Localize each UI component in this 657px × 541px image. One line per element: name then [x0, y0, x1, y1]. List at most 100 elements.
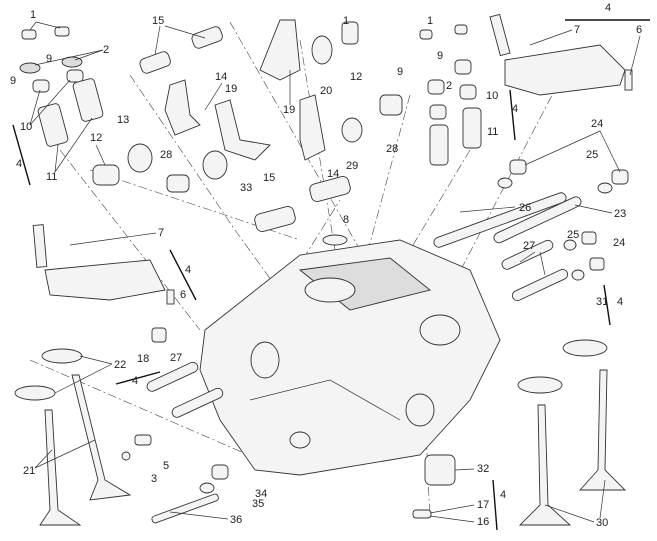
part-number-label: 34 [255, 488, 267, 500]
part-number-label: 1 [30, 9, 36, 21]
part-number-label: 10 [20, 121, 32, 133]
leader-line [599, 479, 606, 519]
part-number-label: 3 [151, 473, 157, 485]
part-labels: 1992101112415141913283319201212829141581… [10, 2, 642, 529]
leader-line [34, 49, 104, 66]
leader-line [164, 25, 206, 39]
part-number-label: 4 [16, 158, 22, 170]
part-number-label: 9 [46, 53, 52, 65]
part-number-label: 16 [477, 516, 489, 528]
part-number-label: 19 [225, 83, 237, 95]
part-number-label: 9 [10, 75, 16, 87]
part-number-label: 4 [512, 103, 518, 115]
part-number-label: 2 [446, 80, 452, 92]
part-number-label: 28 [160, 149, 172, 161]
leader-line [69, 232, 157, 246]
part-number-label: 17 [477, 499, 489, 511]
leader-line [54, 117, 93, 173]
part-number-label: 28 [386, 143, 398, 155]
part-number-label: 6 [180, 289, 186, 301]
leader-line [74, 49, 104, 61]
leader-line [459, 206, 516, 213]
part-number-label: 12 [350, 71, 362, 83]
part-number-label: 4 [500, 489, 506, 501]
part-number-label: 22 [114, 359, 126, 371]
leader-line [54, 144, 59, 173]
leader-line [54, 363, 113, 394]
part-number-label: 8 [343, 214, 349, 226]
part-number-label: 5 [163, 460, 169, 472]
part-number-label: 33 [240, 182, 252, 194]
leader-line [29, 79, 71, 126]
pins-plugs [121, 159, 629, 524]
leader-line [429, 504, 475, 514]
part-number-label: 1 [343, 15, 349, 27]
part-number-label: 26 [519, 202, 531, 214]
leader-line [454, 468, 475, 471]
part-number-label: 36 [230, 514, 242, 526]
leader-line [524, 130, 601, 166]
leader-line [529, 29, 573, 46]
part-number-label: 24 [613, 237, 625, 249]
part-number-label: 15 [263, 172, 275, 184]
part-number-label: 4 [185, 264, 191, 276]
part-number-label: 20 [320, 85, 332, 97]
part-number-label: 30 [596, 517, 608, 529]
part-number-label: 21 [23, 465, 35, 477]
part-number-label: 7 [158, 227, 164, 239]
rocker-parts [92, 19, 403, 246]
part-number-label: 11 [487, 126, 498, 138]
part-number-label: 29 [346, 160, 358, 172]
leader-line [34, 449, 53, 469]
leader-line [429, 515, 475, 523]
part-number-label: 7 [574, 24, 580, 36]
leader-line [154, 25, 161, 56]
leader-line [79, 355, 113, 365]
part-number-label: 4 [605, 2, 611, 14]
part-number-label: 32 [477, 463, 489, 475]
group-braces [12, 19, 650, 531]
leader-line [95, 144, 106, 166]
part-number-label: 14 [327, 168, 339, 180]
leader-line [29, 21, 37, 31]
leader-line [574, 204, 613, 214]
part-number-label: 24 [591, 118, 603, 130]
part-number-label: 6 [636, 24, 642, 36]
leader-line [29, 89, 41, 126]
part-number-label: 15 [152, 15, 164, 27]
part-number-label: 19 [283, 104, 295, 116]
part-number-label: 10 [486, 90, 498, 102]
part-number-label: 9 [397, 66, 403, 78]
leader-line [539, 251, 546, 276]
leader-line [169, 511, 229, 520]
leader-line [599, 130, 621, 173]
camshaft-caps [32, 13, 633, 305]
part-number-label: 11 [46, 171, 57, 183]
part-number-label: 18 [137, 353, 149, 365]
leader-line [544, 504, 595, 523]
part-number-label: 25 [586, 149, 598, 161]
part-number-label: 13 [117, 114, 129, 126]
part-number-label: 27 [523, 240, 535, 252]
part-number-label: 25 [567, 229, 579, 241]
part-number-label: 9 [437, 50, 443, 62]
leader-line [204, 82, 223, 111]
leader-line [519, 251, 536, 263]
part-number-label: 1 [427, 15, 433, 27]
part-number-label: 27 [170, 352, 182, 364]
leader-line [629, 35, 641, 76]
part-number-label: 14 [215, 71, 227, 83]
part-number-label: 23 [614, 208, 626, 220]
leader-line [34, 439, 96, 469]
part-number-label: 2 [103, 44, 109, 56]
valve-guides [19, 24, 482, 166]
part-number-label: 4 [617, 296, 623, 308]
cylinder-head [199, 239, 501, 476]
valves [14, 339, 627, 526]
part-number-label: 12 [90, 132, 102, 144]
part-number-label: 31 [596, 296, 608, 308]
part-number-label: 4 [132, 375, 138, 387]
part-number-label: 35 [252, 498, 264, 510]
